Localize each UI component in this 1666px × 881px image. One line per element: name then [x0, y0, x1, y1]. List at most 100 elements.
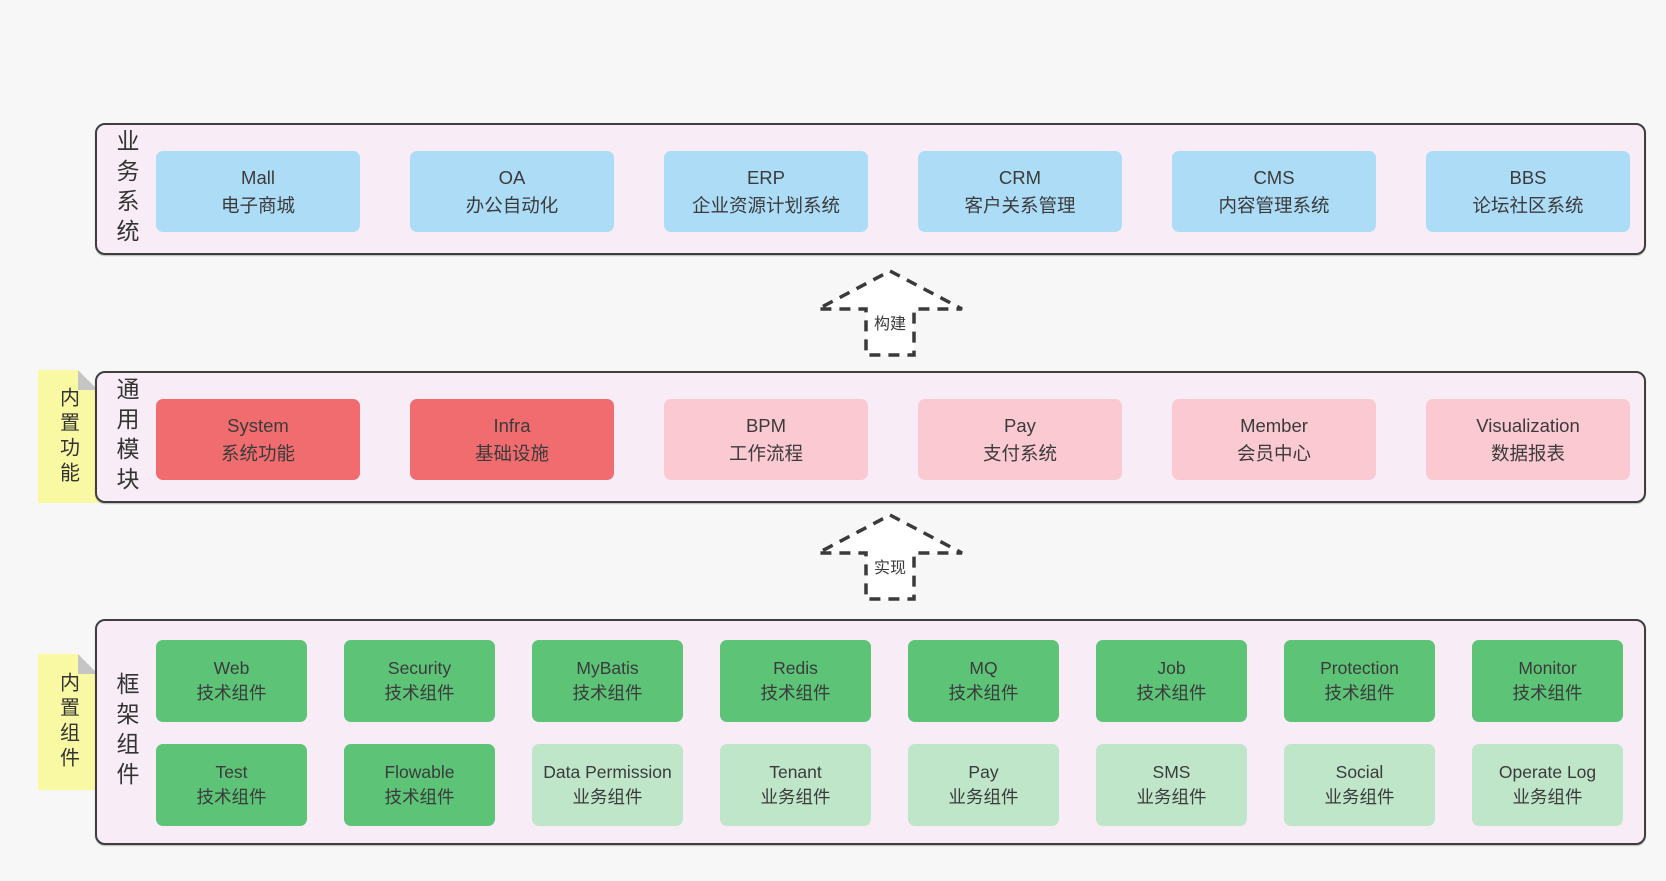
box-name: Pay — [968, 762, 999, 782]
box-desc: 基础设施 — [474, 442, 549, 464]
box-bpm: BPM 工作流程 — [664, 399, 868, 480]
box-pay-component: Pay 业务组件 — [908, 744, 1059, 826]
box-desc: 技术组件 — [1324, 683, 1395, 703]
sticky-note-label: 内置功能 — [56, 386, 79, 487]
box-desc: 客户关系管理 — [964, 194, 1076, 216]
box-pay-system: Pay 支付系统 — [918, 399, 1122, 480]
panel-vertical-label: 业务系统 — [113, 129, 139, 249]
box-name: Visualization — [1476, 414, 1580, 436]
sticky-note-built-in-functions: 内置功能 — [38, 370, 98, 503]
box-name: Protection — [1320, 658, 1399, 678]
box-desc: 技术组件 — [760, 683, 831, 703]
framework-boxes-row-bottom: Test 技术组件 Flowable 技术组件 Data Permission … — [156, 744, 1623, 826]
box-bbs: BBS 论坛社区系统 — [1426, 151, 1630, 232]
panel-business-systems: 业务系统 Mall 电子商城 OA 办公自动化 ERP 企业资源计划系统 CRM… — [95, 123, 1646, 255]
build-arrow: 构建 — [810, 268, 970, 358]
box-flowable: Flowable 技术组件 — [344, 744, 495, 826]
box-redis: Redis 技术组件 — [720, 640, 871, 722]
box-name: Job — [1157, 658, 1186, 678]
framework-boxes-row-top: Web 技术组件 Security 技术组件 MyBatis 技术组件 Redi… — [156, 640, 1623, 722]
box-data-permission: Data Permission 业务组件 — [532, 744, 683, 826]
box-desc: 论坛社区系统 — [1472, 194, 1584, 216]
box-job: Job 技术组件 — [1096, 640, 1247, 722]
box-desc: 数据报表 — [1490, 442, 1565, 464]
arrow-label: 构建 — [871, 310, 909, 334]
box-name: Member — [1240, 414, 1308, 436]
box-monitor: Monitor 技术组件 — [1472, 640, 1623, 722]
sticky-note-built-in-components: 内置组件 — [38, 654, 98, 790]
box-name: Infra — [493, 414, 531, 436]
box-name: Social — [1335, 762, 1384, 782]
box-desc: 技术组件 — [1136, 683, 1207, 703]
box-crm: CRM 客户关系管理 — [918, 151, 1122, 232]
box-name: ERP — [746, 166, 786, 188]
box-desc: 系统功能 — [220, 442, 295, 464]
box-name: Tenant — [769, 762, 822, 782]
box-cms: CMS 内容管理系统 — [1172, 151, 1376, 232]
box-desc: 支付系统 — [982, 442, 1057, 464]
sticky-note-label: 内置组件 — [56, 672, 79, 772]
box-system: System 系统功能 — [156, 399, 360, 480]
box-desc: 技术组件 — [384, 683, 455, 703]
box-name: CMS — [1253, 166, 1295, 188]
box-desc: 业务组件 — [1136, 787, 1207, 807]
panel-framework-components: 框架组件 Web 技术组件 Security 技术组件 MyBatis 技术组件… — [95, 619, 1646, 845]
box-desc: 会员中心 — [1236, 442, 1311, 464]
box-name: Security — [387, 658, 452, 678]
box-desc: 办公自动化 — [465, 194, 559, 216]
box-name: OA — [498, 166, 526, 188]
box-test: Test 技术组件 — [156, 744, 307, 826]
box-web: Web 技术组件 — [156, 640, 307, 722]
box-desc: 企业资源计划系统 — [691, 194, 840, 216]
box-social: Social 业务组件 — [1284, 744, 1435, 826]
box-name: Mall — [241, 166, 275, 188]
box-erp: ERP 企业资源计划系统 — [664, 151, 868, 232]
box-name: System — [227, 414, 289, 436]
box-sms: SMS 业务组件 — [1096, 744, 1247, 826]
box-name: Web — [213, 658, 250, 678]
box-name: Pay — [1004, 414, 1036, 436]
panel-vertical-label: 框架组件 — [113, 672, 139, 792]
box-name: BBS — [1509, 166, 1547, 188]
box-mall: Mall 电子商城 — [156, 151, 360, 232]
box-desc: 技术组件 — [196, 787, 267, 807]
box-name: Redis — [773, 658, 818, 678]
box-desc: 技术组件 — [948, 683, 1019, 703]
box-tenant: Tenant 业务组件 — [720, 744, 871, 826]
panel-common-modules: 通用模块 System 系统功能 Infra 基础设施 BPM 工作流程 Pay… — [95, 371, 1646, 503]
box-name: MQ — [969, 658, 998, 678]
box-name: BPM — [745, 414, 787, 436]
box-member: Member 会员中心 — [1172, 399, 1376, 480]
box-desc: 业务组件 — [572, 787, 643, 807]
box-oa: OA 办公自动化 — [410, 151, 614, 232]
arrow-label: 实现 — [871, 554, 909, 578]
box-desc: 技术组件 — [196, 683, 267, 703]
box-security: Security 技术组件 — [344, 640, 495, 722]
box-desc: 电子商城 — [220, 194, 295, 216]
box-name: Flowable — [384, 762, 455, 782]
box-operate-log: Operate Log 业务组件 — [1472, 744, 1623, 826]
business-boxes-row: Mall 电子商城 OA 办公自动化 ERP 企业资源计划系统 CRM 客户关系… — [156, 151, 1630, 232]
box-desc: 工作流程 — [728, 442, 803, 464]
implement-arrow: 实现 — [810, 512, 970, 602]
box-desc: 技术组件 — [1512, 683, 1583, 703]
box-visualization: Visualization 数据报表 — [1426, 399, 1630, 480]
box-mybatis: MyBatis 技术组件 — [532, 640, 683, 722]
box-name: Operate Log — [1498, 762, 1597, 782]
box-desc: 业务组件 — [1324, 787, 1395, 807]
box-name: Monitor — [1518, 658, 1577, 678]
box-desc: 技术组件 — [572, 683, 643, 703]
box-mq: MQ 技术组件 — [908, 640, 1059, 722]
box-name: Test — [215, 762, 248, 782]
modules-boxes-row: System 系统功能 Infra 基础设施 BPM 工作流程 Pay 支付系统… — [156, 399, 1630, 480]
box-name: MyBatis — [576, 658, 639, 678]
box-name: CRM — [998, 166, 1042, 188]
box-desc: 技术组件 — [384, 787, 455, 807]
panel-vertical-label: 通用模块 — [113, 377, 139, 497]
box-desc: 业务组件 — [760, 787, 831, 807]
box-protection: Protection 技术组件 — [1284, 640, 1435, 722]
box-name: Data Permission — [543, 762, 672, 782]
box-name: SMS — [1152, 762, 1191, 782]
box-desc: 内容管理系统 — [1218, 194, 1330, 216]
